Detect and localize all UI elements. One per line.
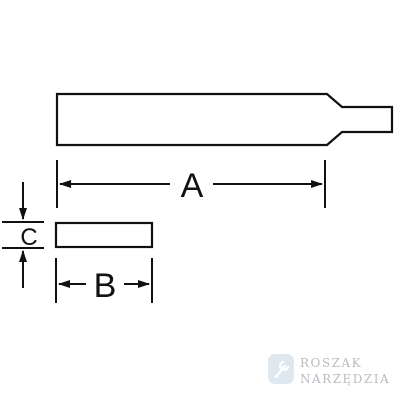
dimension-b-label: B	[94, 267, 117, 305]
file-cross-section	[54, 221, 154, 249]
dimension-c-label: C	[20, 224, 37, 251]
wrench-icon	[268, 354, 294, 384]
watermark-line-2: NARZĘDZIA	[300, 372, 390, 386]
file-side-profile	[55, 92, 394, 147]
watermark-line-1: ROSZAK	[300, 356, 362, 370]
dimension-a-label: A	[181, 167, 204, 205]
watermark-logo: ROSZAK NARZĘDZIA	[268, 354, 390, 386]
